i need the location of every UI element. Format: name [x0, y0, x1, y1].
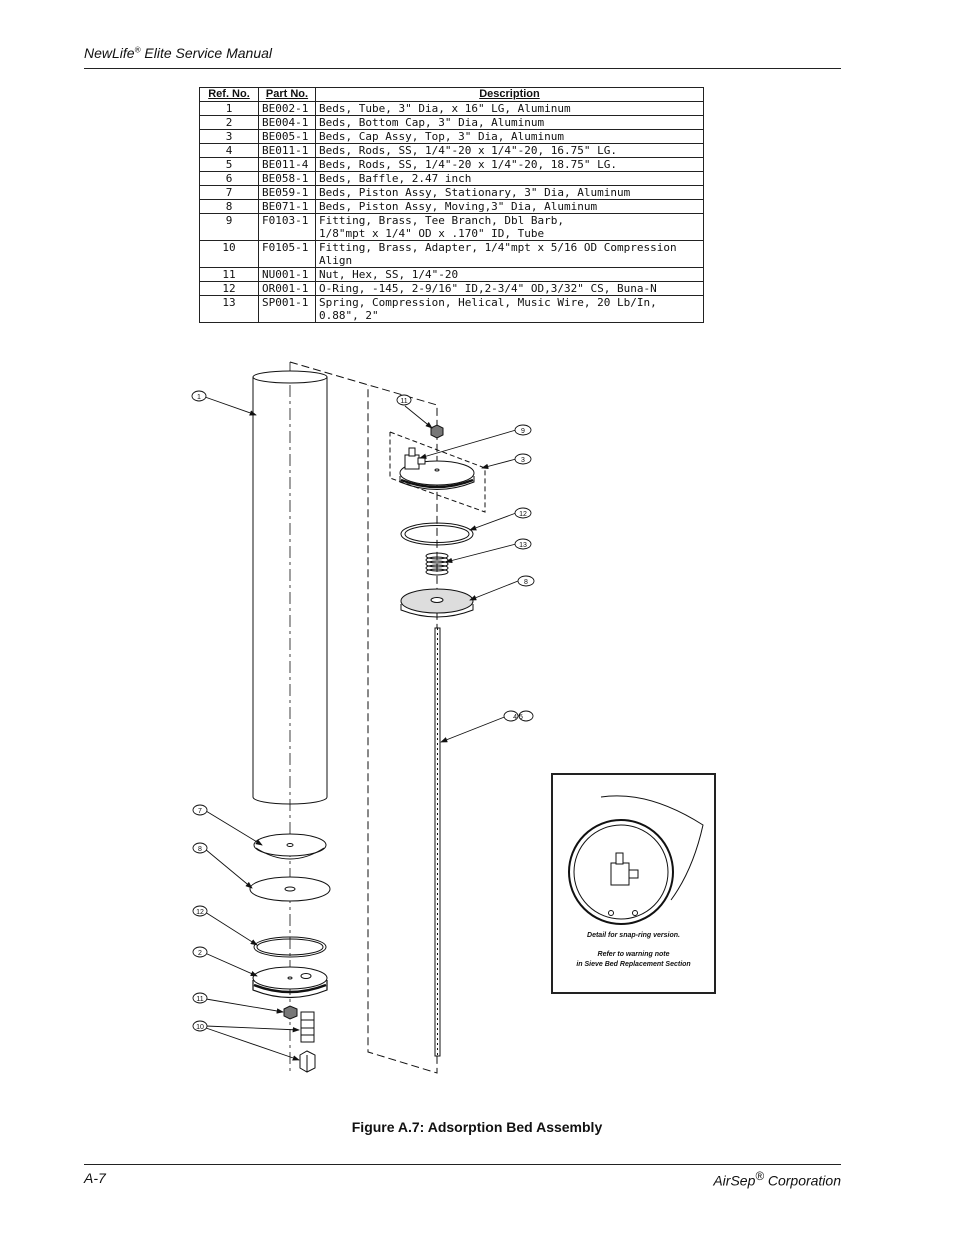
hex-nut-top-part — [430, 424, 444, 439]
header-title-prefix: NewLife — [84, 45, 135, 61]
stationary-piston-part — [253, 833, 327, 860]
callout-10: 10 — [196, 1024, 204, 1031]
table-header-row: Ref. No. Part No. Description — [199, 87, 704, 102]
o-ring-top-part — [400, 522, 474, 546]
callout-11-top: 11 — [400, 398, 407, 405]
callout-12-bottom: 12 — [196, 909, 204, 916]
part-cell: SP001-1 — [258, 295, 316, 323]
o-ring-bottom-part — [253, 936, 327, 958]
leader-lines — [204, 396, 519, 1061]
footer-reg-mark: ® — [755, 1170, 764, 1183]
desc-cell: O-Ring, -145, 2-9/16" ID,2-3/4" OD,3/32"… — [315, 281, 704, 296]
part-cell: F0105-1 — [258, 240, 316, 268]
callout-1: 1 — [197, 394, 201, 401]
desc-cell: Beds, Piston Assy, Moving,3" Dia, Alumin… — [315, 199, 704, 214]
rod-part — [434, 627, 441, 1057]
callout-7: 7 — [198, 808, 202, 815]
desc-cell: Spring, Compression, Helical, Music Wire… — [315, 295, 704, 323]
moving-piston-part — [400, 588, 474, 618]
col-header-description: Description — [315, 87, 704, 102]
dashed-envelope — [289, 361, 438, 1074]
snap-ring-detail-drawing — [568, 795, 704, 925]
callout-8-top: 8 — [524, 579, 528, 586]
desc-cell: Beds, Rods, SS, 1/4"-20 x 1/4"-20, 18.75… — [315, 157, 704, 172]
callout-11-bottom: 11 — [196, 996, 203, 1003]
tube-part — [252, 370, 328, 805]
adapter-fitting-upper-part — [300, 1011, 315, 1043]
callout-12-top: 12 — [519, 511, 527, 518]
footer-page-number: A-7 — [84, 1170, 106, 1186]
desc-cell: Fitting, Brass, Adapter, 1/4"mpt x 5/16 … — [315, 240, 704, 268]
desc-line-2: 1/8"mpt x 1/4" OD x .170" ID, Tube — [319, 227, 545, 240]
desc-cell: Nut, Hex, SS, 1/4"-20 — [315, 267, 704, 282]
detail-caption-line-1: Detail for snap-ring version. — [587, 932, 680, 939]
tee-fitting-part — [404, 447, 426, 470]
header-divider — [84, 68, 841, 69]
footer-company-prefix: AirSep — [713, 1172, 756, 1189]
footer-company: AirSep® Corporation — [713, 1170, 841, 1189]
footer-company-suffix: Corporation — [763, 1172, 841, 1189]
callout-3: 3 — [521, 457, 525, 464]
callout-2: 2 — [198, 950, 202, 957]
desc-line-1: Fitting, Brass, Tee Branch, Dbl Barb, — [319, 214, 565, 227]
callout-6: 8 — [198, 846, 202, 853]
footer-divider — [84, 1164, 841, 1165]
baffle-part — [249, 876, 331, 902]
col-header-ref: Ref. No. — [199, 87, 259, 102]
part-cell: F0103-1 — [258, 213, 316, 241]
part-cell: NU001-1 — [258, 267, 316, 282]
part-cell: OR001-1 — [258, 281, 316, 296]
figure-caption: Figure A.7: Adsorption Bed Assembly — [351, 1119, 603, 1135]
page-header: NewLife® Elite Service Manual — [84, 45, 272, 61]
callout-13: 13 — [519, 542, 527, 549]
bottom-cap-part — [252, 966, 328, 999]
callout-9: 9 — [521, 428, 525, 435]
snap-ring-detail-box: Detail for snap-ring version. Refer to w… — [551, 773, 716, 994]
header-reg-mark: ® — [134, 45, 141, 55]
callout-4-5: 4 5 — [513, 714, 523, 721]
detail-caption-line-3: in Sieve Bed Replacement Section — [576, 961, 691, 968]
desc-cell: Fitting, Brass, Tee Branch, Dbl Barb,1/8… — [315, 213, 704, 241]
callout-circles — [191, 390, 535, 1032]
hex-nut-bottom-part — [283, 1005, 298, 1020]
part-cell: BE058-1 — [258, 171, 316, 186]
header-title-suffix: Elite Service Manual — [140, 45, 273, 61]
adapter-fitting-lower-part — [299, 1050, 316, 1073]
col-header-part: Part No. — [258, 87, 316, 102]
detail-caption-line-2: Refer to warning note — [597, 951, 670, 958]
top-cap-dashed-box — [389, 431, 486, 513]
